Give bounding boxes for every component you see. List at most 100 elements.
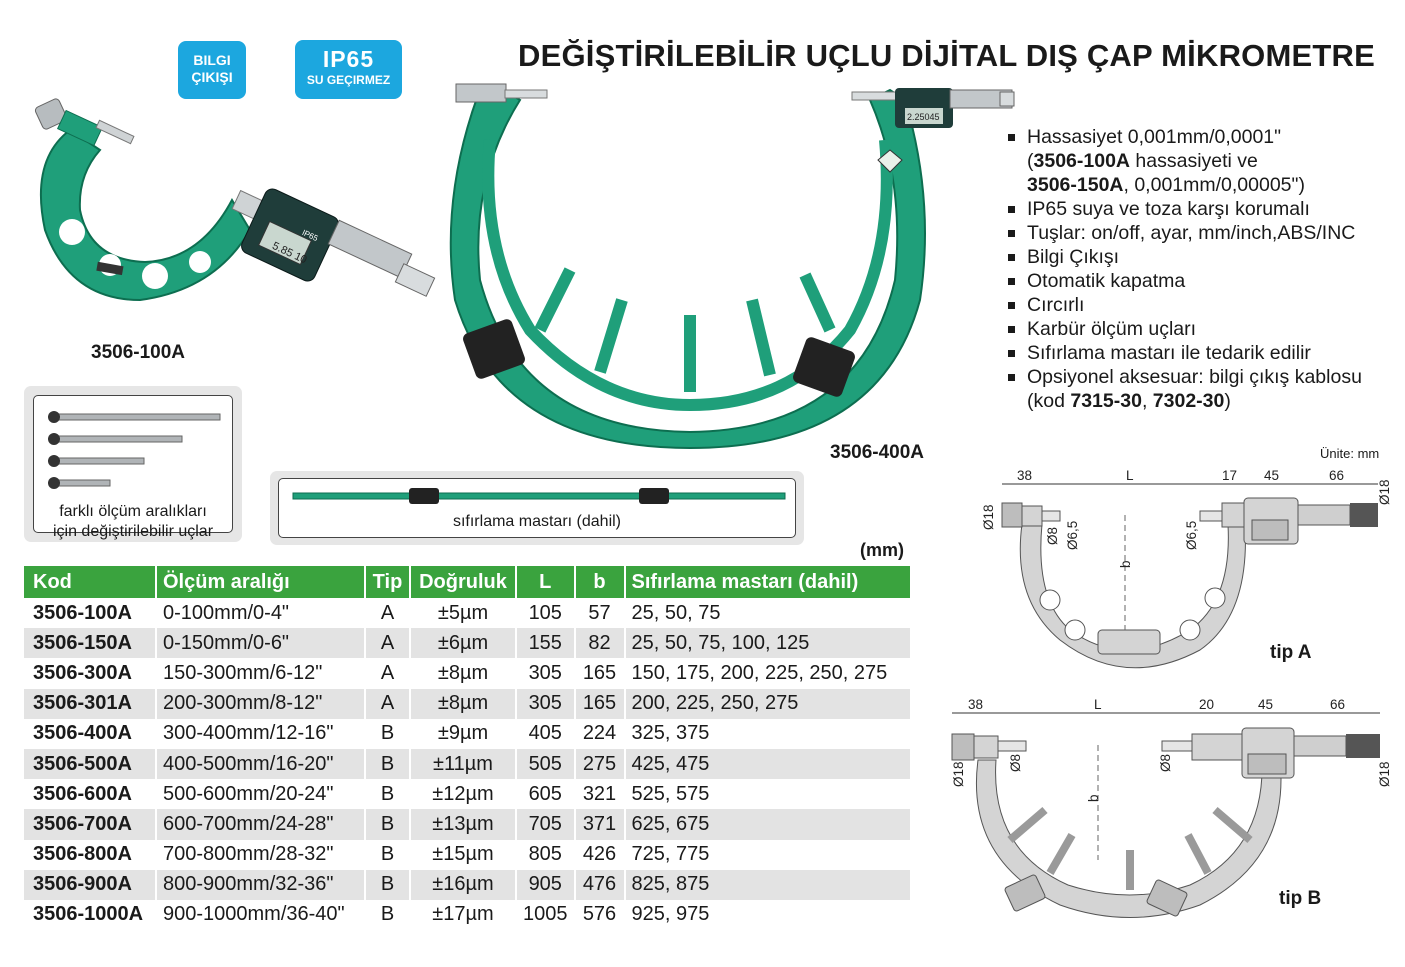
dim-b-b: b (1086, 794, 1101, 802)
feature-item: Hassasiyet 0,001mm/0,0001" (1008, 125, 1362, 149)
data-output-badge: BILGI ÇIKIŞI (178, 41, 246, 99)
table-cell: ±17µm (410, 899, 517, 931)
table-cell: 305 (516, 658, 576, 689)
spec-table: Kod Ölçüm aralığı Tip Doğruluk L b Sıfır… (24, 566, 912, 931)
drawing-tip-a: 38 L 17 45 66 Ø18 Ø8 Ø6,5 Ø6,5 Ø18 b (981, 468, 1392, 669)
table-cell: A (365, 628, 411, 659)
drawing-tip-b: 38 L 20 45 66 Ø18 Ø8 Ø8 Ø18 b (951, 697, 1392, 918)
setting-standard-caption: sıfırlama mastarı (dahil) (452, 513, 622, 530)
dim-b-20: 20 (1199, 697, 1214, 712)
table-cell: ±16µm (410, 869, 517, 900)
table-cell: 165 (574, 688, 626, 719)
table-cell: B (365, 899, 411, 931)
table-cell: ±5µm (410, 598, 517, 629)
table-cell: A (365, 598, 411, 629)
table-cell: ±12µm (410, 779, 517, 810)
table-cell: 25, 50, 75, 100, 125 (624, 628, 912, 659)
feature-text: ( (1027, 150, 1034, 172)
table-cell: 525, 575 (624, 779, 912, 810)
feature-text: , 0,001mm/0,00005") (1123, 174, 1305, 196)
table-cell: 805 (516, 839, 576, 870)
table-cell: ±8µm (410, 688, 517, 719)
feature-item-continued: (kod 7315-30, 7302-30) (1008, 389, 1362, 413)
header-range: Ölçüm aralığı (156, 566, 366, 598)
dim-a-dia18-left: Ø18 (981, 504, 996, 530)
feature-item-continued: (3506-100A hassasiyeti ve (1008, 149, 1362, 173)
feature-item: Bilgi Çıkışı (1008, 245, 1362, 269)
table-cell: 3506-400A (24, 718, 157, 749)
table-cell: 305 (516, 688, 576, 719)
feature-text: Cırcırlı (1027, 294, 1085, 316)
feature-text: Karbür ölçüm uçları (1027, 318, 1197, 340)
table-cell: 82 (574, 628, 626, 659)
table-cell: 425, 475 (624, 748, 912, 780)
feature-text: ) (1224, 390, 1231, 412)
feature-list: Hassasiyet 0,001mm/0,0001" (3506-100A ha… (1008, 125, 1362, 413)
table-header-row: Kod Ölçüm aralığı Tip Doğruluk L b Sıfır… (24, 566, 912, 598)
table-cell: 625, 675 (624, 809, 912, 840)
table-cell: 300-400mm/12-16" (156, 718, 366, 749)
model-label-large: 3506-400A (830, 442, 925, 463)
header-l: L (516, 566, 576, 598)
feature-text: Bilgi Çıkışı (1027, 246, 1120, 268)
table-cell: 3506-800A (24, 839, 157, 870)
dim-b-66: 66 (1330, 697, 1345, 712)
feature-text: Hassasiyet 0,001mm/0,0001" (1027, 126, 1282, 148)
feature-item: Karbür ölçüm uçları (1008, 317, 1362, 341)
table-cell: 150, 175, 200, 225, 250, 275 (624, 658, 912, 689)
dim-b-l: L (1094, 697, 1102, 712)
dim-a-dia8: Ø8 (1045, 527, 1060, 545)
ip-text: SU GEÇIRMEZ (306, 73, 391, 87)
table-cell: 3506-600A (24, 779, 157, 810)
anvil-rods-image (48, 411, 221, 489)
dim-b-dia18-left: Ø18 (951, 761, 966, 787)
unit-label: (mm) (860, 540, 904, 560)
table-cell: B (365, 748, 411, 780)
table-cell: 325, 375 (624, 718, 912, 749)
table-cell: 426 (574, 839, 626, 870)
header-b: b (574, 566, 626, 598)
feature-text: (kod (1027, 390, 1071, 412)
dim-a-b: b (1118, 560, 1133, 568)
table-cell: 605 (516, 779, 576, 810)
table-cell: 150-300mm/6-12" (156, 658, 366, 689)
tip-a-label: tip A (1270, 642, 1312, 663)
table-cell: 200-300mm/8-12" (156, 688, 366, 719)
table-cell: 3506-100A (24, 598, 157, 629)
table-cell: 825, 875 (624, 869, 912, 900)
table-cell: 0-100mm/0-4" (156, 598, 366, 629)
table-cell: ±6µm (410, 628, 517, 659)
dim-a-45: 45 (1264, 468, 1279, 483)
table-cell: 0-150mm/0-6" (156, 628, 366, 659)
feature-text: IP65 suya ve toza karşı korumalı (1027, 198, 1310, 220)
table-cell: 476 (574, 869, 626, 900)
dim-a-dia65-right: Ø6,5 (1184, 521, 1199, 550)
anvils-caption: farklı ölçüm aralıkları için değiştirile… (34, 502, 232, 542)
table-cell: ±13µm (410, 809, 517, 840)
table-cell: 900-1000mm/36-40" (156, 899, 366, 931)
ip65-badge: IP65 SU GEÇIRMEZ (295, 40, 402, 99)
feature-text: Otomatik kapatma (1027, 270, 1186, 292)
table-cell: 700-800mm/28-32" (156, 839, 366, 870)
table-cell: B (365, 809, 411, 840)
dim-a-l: L (1126, 468, 1134, 483)
feature-item: Otomatik kapatma (1008, 269, 1362, 293)
table-cell: 371 (574, 809, 626, 840)
dim-a-38: 38 (1017, 468, 1032, 483)
micrometer-small-image: 5.85 10 IP65 (34, 98, 436, 302)
header-accuracy: Doğruluk (410, 566, 517, 598)
dim-a-66: 66 (1329, 468, 1344, 483)
table-cell: 3506-1000A (24, 899, 157, 931)
header-tip: Tip (365, 566, 411, 598)
table-cell: 3506-150A (24, 628, 157, 659)
table-cell: ±8µm (410, 658, 517, 689)
feature-text: hassasiyeti ve (1130, 150, 1258, 172)
page-title: DEĞİŞTİRİLEBİLİR UÇLU DİJİTAL DIŞ ÇAP Mİ… (518, 38, 1375, 73)
